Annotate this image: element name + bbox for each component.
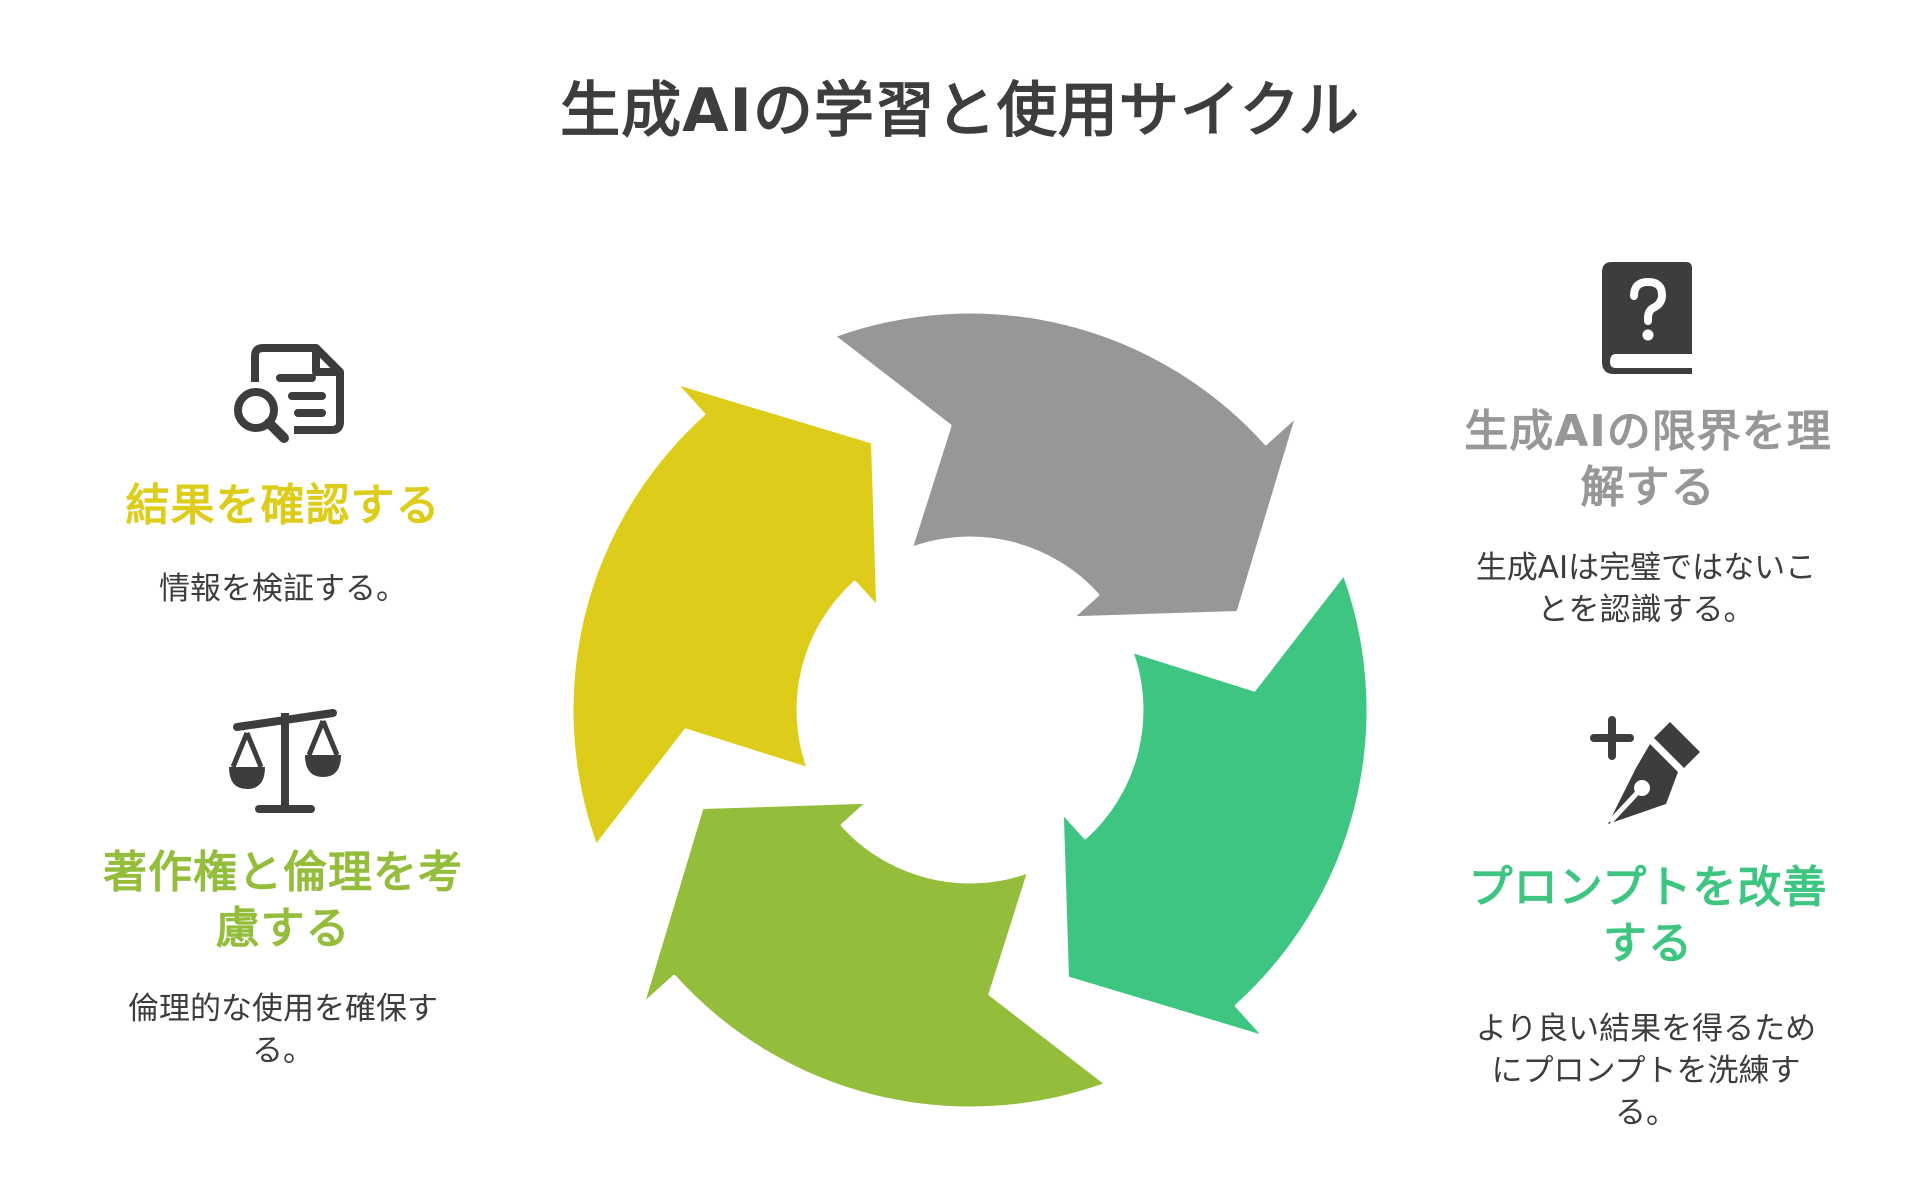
balance-scale-icon: [229, 709, 341, 813]
document-search-icon: [234, 344, 344, 443]
step-desc-prompt: より良い結果を得るためにプロンプトを洗練する。: [1475, 1011, 1817, 1131]
cycle-arrow-ethics: [641, 800, 1108, 1110]
pen-plus-icon: [1590, 716, 1700, 824]
cycle-arrow-prompt: [1060, 572, 1370, 1039]
step-desc-ethics: 倫理的な使用を確保する。: [128, 991, 438, 1069]
step-desc-limits: 生成AIは完璧ではないことを認識する。: [1475, 550, 1817, 628]
step-title-limits: 生成AIの限界を理解する: [1464, 406, 1832, 513]
cycle-arrow-limits: [832, 310, 1299, 620]
step-title-prompt: プロンプトを改善する: [1468, 862, 1828, 969]
page-title: 生成AIの学習と使用サイクル: [560, 76, 1360, 146]
step-title-check: 結果を確認する: [125, 480, 441, 531]
step-title-ethics: 著作権と倫理を考慮する: [103, 847, 463, 954]
step-desc-check: 情報を検証する。: [159, 571, 407, 607]
cycle-arrow-check: [570, 381, 880, 848]
question-book-icon: [1602, 262, 1692, 374]
